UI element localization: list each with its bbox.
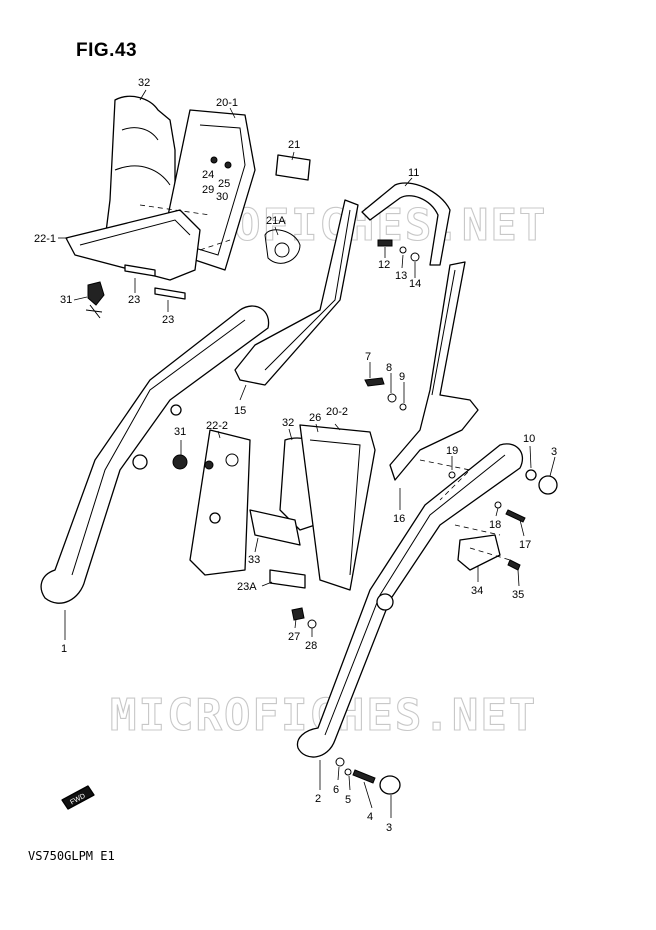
alignment-lines — [139, 204, 511, 561]
model-code: VS750GLPM E1 — [28, 849, 115, 863]
callout-14: 14 — [409, 278, 421, 290]
callout-29: 29 — [202, 184, 214, 196]
callout-21: 21 — [288, 139, 300, 151]
frame-left — [40, 305, 270, 604]
callout-31-top: 31 — [60, 294, 72, 306]
callout-26: 26 — [309, 412, 321, 424]
callout-34: 34 — [471, 585, 483, 597]
fwd-arrow: FWD — [61, 785, 95, 810]
callout-9: 9 — [399, 371, 405, 383]
figure-title: FIG.43 — [76, 40, 138, 61]
callout-6: 6 — [333, 784, 339, 796]
callout-24: 24 — [202, 169, 214, 181]
backrest-middle — [172, 424, 376, 629]
grab-rail — [234, 182, 451, 386]
callout-32-top: 32 — [138, 77, 150, 89]
callout-31-mid: 31 — [174, 426, 186, 438]
callout-21A: 21A — [266, 215, 286, 227]
callout-23A: 23A — [237, 581, 257, 593]
callout-layer: 32 20-1 21 24 25 29 30 11 21A 22-1 12 13… — [34, 77, 557, 834]
callout-3-bottom: 3 — [386, 822, 392, 834]
callout-22-1: 22-1 — [34, 233, 56, 245]
callout-16: 16 — [393, 513, 405, 525]
callout-7: 7 — [365, 351, 371, 363]
callout-4: 4 — [367, 811, 373, 823]
backrest-shell-upper — [65, 95, 311, 319]
callout-15: 15 — [234, 405, 246, 417]
callout-19: 19 — [446, 445, 458, 457]
callout-17: 17 — [519, 539, 531, 551]
callout-27: 27 — [288, 631, 300, 643]
callout-25: 25 — [218, 178, 230, 190]
backrest-stay-right — [389, 261, 479, 481]
callout-3-top: 3 — [551, 446, 557, 458]
callout-22-2: 22-2 — [206, 420, 228, 432]
callout-28: 28 — [305, 640, 317, 652]
callout-12: 12 — [378, 259, 390, 271]
callout-8: 8 — [386, 362, 392, 374]
callout-2: 2 — [315, 793, 321, 805]
callout-1: 1 — [61, 643, 67, 655]
bracket-and-fasteners — [335, 239, 558, 795]
callout-32-mid: 32 — [282, 417, 294, 429]
callout-10: 10 — [523, 433, 535, 445]
callout-13: 13 — [395, 270, 407, 282]
callout-33: 33 — [248, 554, 260, 566]
callout-35: 35 — [512, 589, 524, 601]
callout-23-a: 23 — [128, 294, 140, 306]
frame-right — [296, 443, 524, 758]
callout-18: 18 — [489, 519, 501, 531]
callout-20-2: 20-2 — [326, 406, 348, 418]
callout-23-b: 23 — [162, 314, 174, 326]
callout-20-1: 20-1 — [216, 97, 238, 109]
callout-11: 11 — [408, 167, 419, 179]
callout-30: 30 — [216, 191, 228, 203]
callout-5: 5 — [345, 794, 351, 806]
